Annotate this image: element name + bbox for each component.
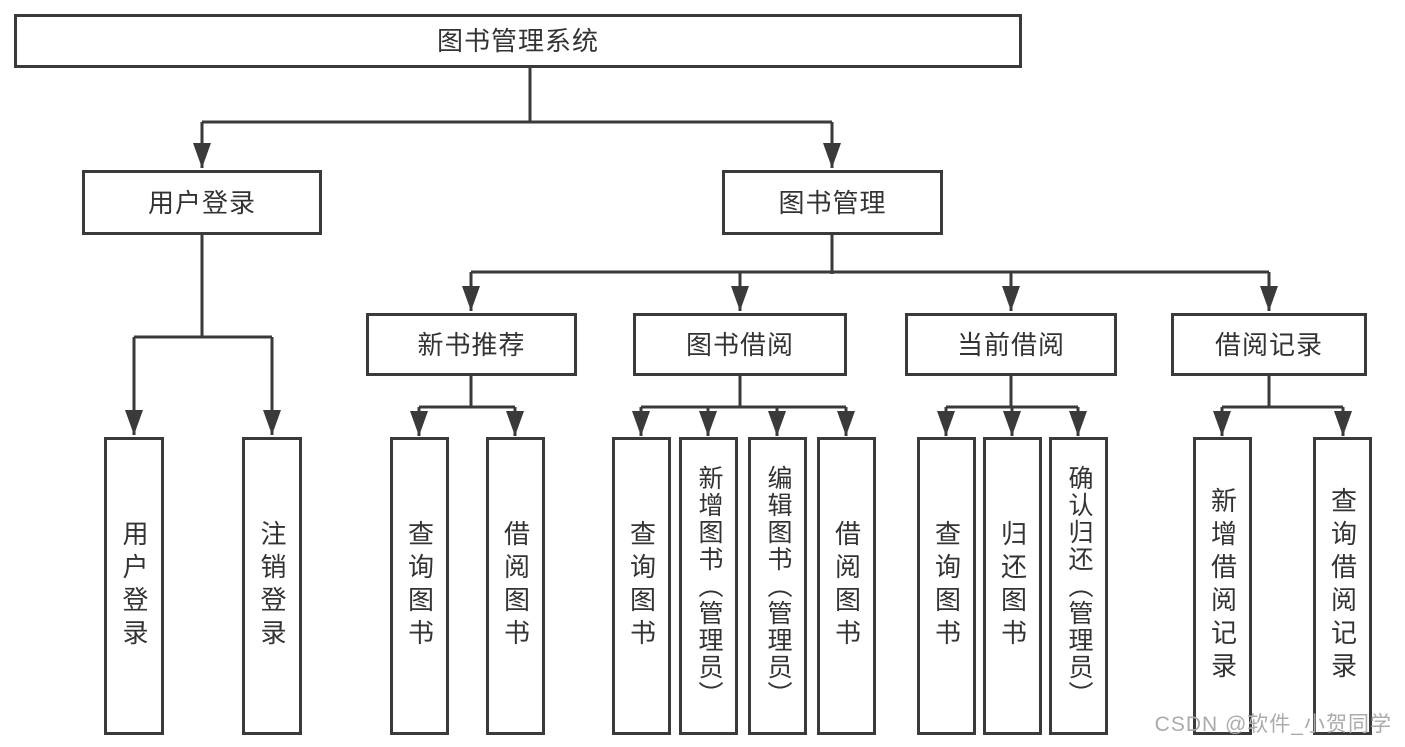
- node-book-management: 图书管理: [722, 170, 943, 235]
- leaf-query-borrow-record-label: 查询借阅记录: [1327, 487, 1358, 685]
- watermark: CSDN @软件_小贺同学: [1154, 713, 1392, 736]
- leaf-query-books-recommend-label: 查询图书: [404, 520, 435, 652]
- leaf-query-books-current-label: 查询图书: [931, 520, 962, 652]
- leaf-borrow-books-recommend: 借阅图书: [486, 437, 545, 735]
- connector-arrows: [125, 122, 1352, 436]
- node-borrow-records: 借阅记录: [1171, 313, 1367, 376]
- leaf-confirm-return-admin-label: 确认归还（管理员）: [1065, 464, 1093, 708]
- node-user-login: 用户登录: [82, 170, 322, 235]
- leaf-return-books-label: 归还图书: [997, 520, 1028, 652]
- leaf-user-login: 用户登录: [104, 437, 164, 735]
- leaf-query-books-borrow: 查询图书: [612, 437, 671, 735]
- node-root-label: 图书管理系统: [436, 26, 599, 56]
- leaf-edit-book-admin: 编辑图书（管理员）: [748, 437, 807, 735]
- connector-brackets: [134, 68, 1343, 409]
- node-user-login-label: 用户登录: [147, 187, 256, 218]
- leaf-add-book-admin-label: 新增图书（管理员）: [695, 464, 723, 708]
- node-new-book-recommend: 新书推荐: [366, 313, 577, 376]
- node-root: 图书管理系统: [14, 14, 1022, 68]
- leaf-logout: 注销登录: [242, 437, 302, 735]
- leaf-add-book-admin: 新增图书（管理员）: [679, 437, 738, 735]
- node-current-borrow: 当前借阅: [905, 313, 1117, 376]
- leaf-borrow-books-borrow-label: 借阅图书: [831, 520, 862, 652]
- leaf-query-books-recommend: 查询图书: [390, 437, 449, 735]
- leaf-add-borrow-record-label: 新增借阅记录: [1207, 487, 1238, 685]
- node-book-borrow: 图书借阅: [633, 313, 847, 376]
- leaf-logout-label: 注销登录: [257, 520, 287, 652]
- node-book-management-label: 图书管理: [778, 187, 887, 218]
- leaf-query-books-current: 查询图书: [917, 437, 976, 735]
- leaf-query-books-borrow-label: 查询图书: [626, 520, 657, 652]
- leaf-add-borrow-record: 新增借阅记录: [1193, 437, 1252, 735]
- leaf-edit-book-admin-label: 编辑图书（管理员）: [764, 464, 792, 708]
- leaf-borrow-books-borrow: 借阅图书: [817, 437, 876, 735]
- node-new-book-recommend-label: 新书推荐: [417, 329, 526, 360]
- node-current-borrow-label: 当前借阅: [956, 329, 1065, 360]
- leaf-user-login-label: 用户登录: [119, 520, 149, 652]
- leaf-borrow-books-recommend-label: 借阅图书: [500, 520, 531, 652]
- leaf-confirm-return-admin: 确认归还（管理员）: [1049, 437, 1108, 735]
- leaf-query-borrow-record: 查询借阅记录: [1313, 437, 1372, 735]
- node-book-borrow-label: 图书借阅: [685, 329, 794, 360]
- node-borrow-records-label: 借阅记录: [1214, 329, 1323, 360]
- leaf-return-books: 归还图书: [983, 437, 1042, 735]
